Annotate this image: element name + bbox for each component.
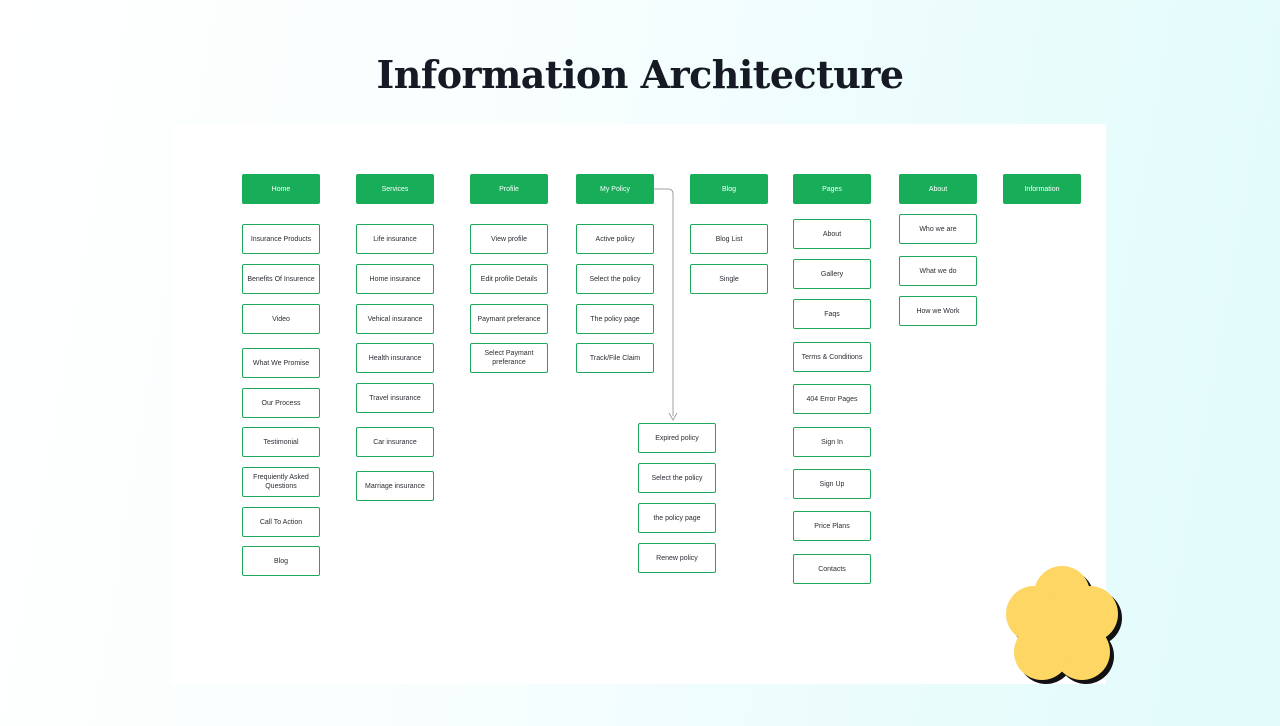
profile-item-select-paymant[interactable]: Select Paymant preferance [470,343,548,373]
policy-item-track-claim[interactable]: Track/File Claim [576,343,654,373]
flower-decoration-icon [1006,566,1122,684]
services-item-health[interactable]: Health insurance [356,343,434,373]
blog-item-single[interactable]: Single [690,264,768,294]
home-item-testimonial[interactable]: Testimonial [242,427,320,457]
policy-item-page[interactable]: The policy page [576,304,654,334]
column-header-information[interactable]: Information [1003,174,1081,204]
pages-item-about[interactable]: About [793,219,871,249]
home-item-video[interactable]: Video [242,304,320,334]
home-item-blog[interactable]: Blog [242,546,320,576]
policy-subitem-page[interactable]: the policy page [638,503,716,533]
home-item-insurance-products[interactable]: Insurance Products [242,224,320,254]
policy-item-select[interactable]: Select the policy [576,264,654,294]
pages-item-price-plans[interactable]: Price Plans [793,511,871,541]
services-item-life[interactable]: Life insurance [356,224,434,254]
pages-item-gallery[interactable]: Gallery [793,259,871,289]
services-item-home[interactable]: Home insurance [356,264,434,294]
column-header-home[interactable]: Home [242,174,320,204]
column-header-blog[interactable]: Blog [690,174,768,204]
page-title: Information Architecture [376,52,904,97]
profile-item-edit[interactable]: Edit profile Details [470,264,548,294]
home-item-faq[interactable]: Frequiently Asked Questions [242,467,320,497]
policy-subitem-renew[interactable]: Renew policy [638,543,716,573]
pages-item-404[interactable]: 404 Error Pages [793,384,871,414]
column-header-services[interactable]: Services [356,174,434,204]
column-header-about[interactable]: About [899,174,977,204]
about-item-who-we-are[interactable]: Who we are [899,214,977,244]
services-item-vehical[interactable]: Vehical insurance [356,304,434,334]
about-item-how-we-work[interactable]: How we Work [899,296,977,326]
pages-item-sign-up[interactable]: Sign Up [793,469,871,499]
blog-item-list[interactable]: Blog List [690,224,768,254]
home-item-what-we-promise[interactable]: What We Promise [242,348,320,378]
services-item-travel[interactable]: Travel insurance [356,383,434,413]
column-header-my-policy[interactable]: My Policy [576,174,654,204]
home-item-call-to-action[interactable]: Call To Action [242,507,320,537]
profile-item-view[interactable]: View profile [470,224,548,254]
policy-subitem-select[interactable]: Select the policy [638,463,716,493]
pages-item-faqs[interactable]: Faqs [793,299,871,329]
pages-item-contacts[interactable]: Contacts [793,554,871,584]
policy-item-active[interactable]: Active policy [576,224,654,254]
pages-item-sign-in[interactable]: Sign In [793,427,871,457]
home-item-benefits[interactable]: Benefits Of Insurence [242,264,320,294]
policy-subitem-expired[interactable]: Expired policy [638,423,716,453]
pages-item-terms[interactable]: Terms & Conditions [793,342,871,372]
services-item-marriage[interactable]: Marriage insurance [356,471,434,501]
column-header-pages[interactable]: Pages [793,174,871,204]
about-item-what-we-do[interactable]: What we do [899,256,977,286]
profile-item-paymant[interactable]: Paymant preferance [470,304,548,334]
services-item-car[interactable]: Car insurance [356,427,434,457]
home-item-our-process[interactable]: Our Process [242,388,320,418]
column-header-profile[interactable]: Profile [470,174,548,204]
